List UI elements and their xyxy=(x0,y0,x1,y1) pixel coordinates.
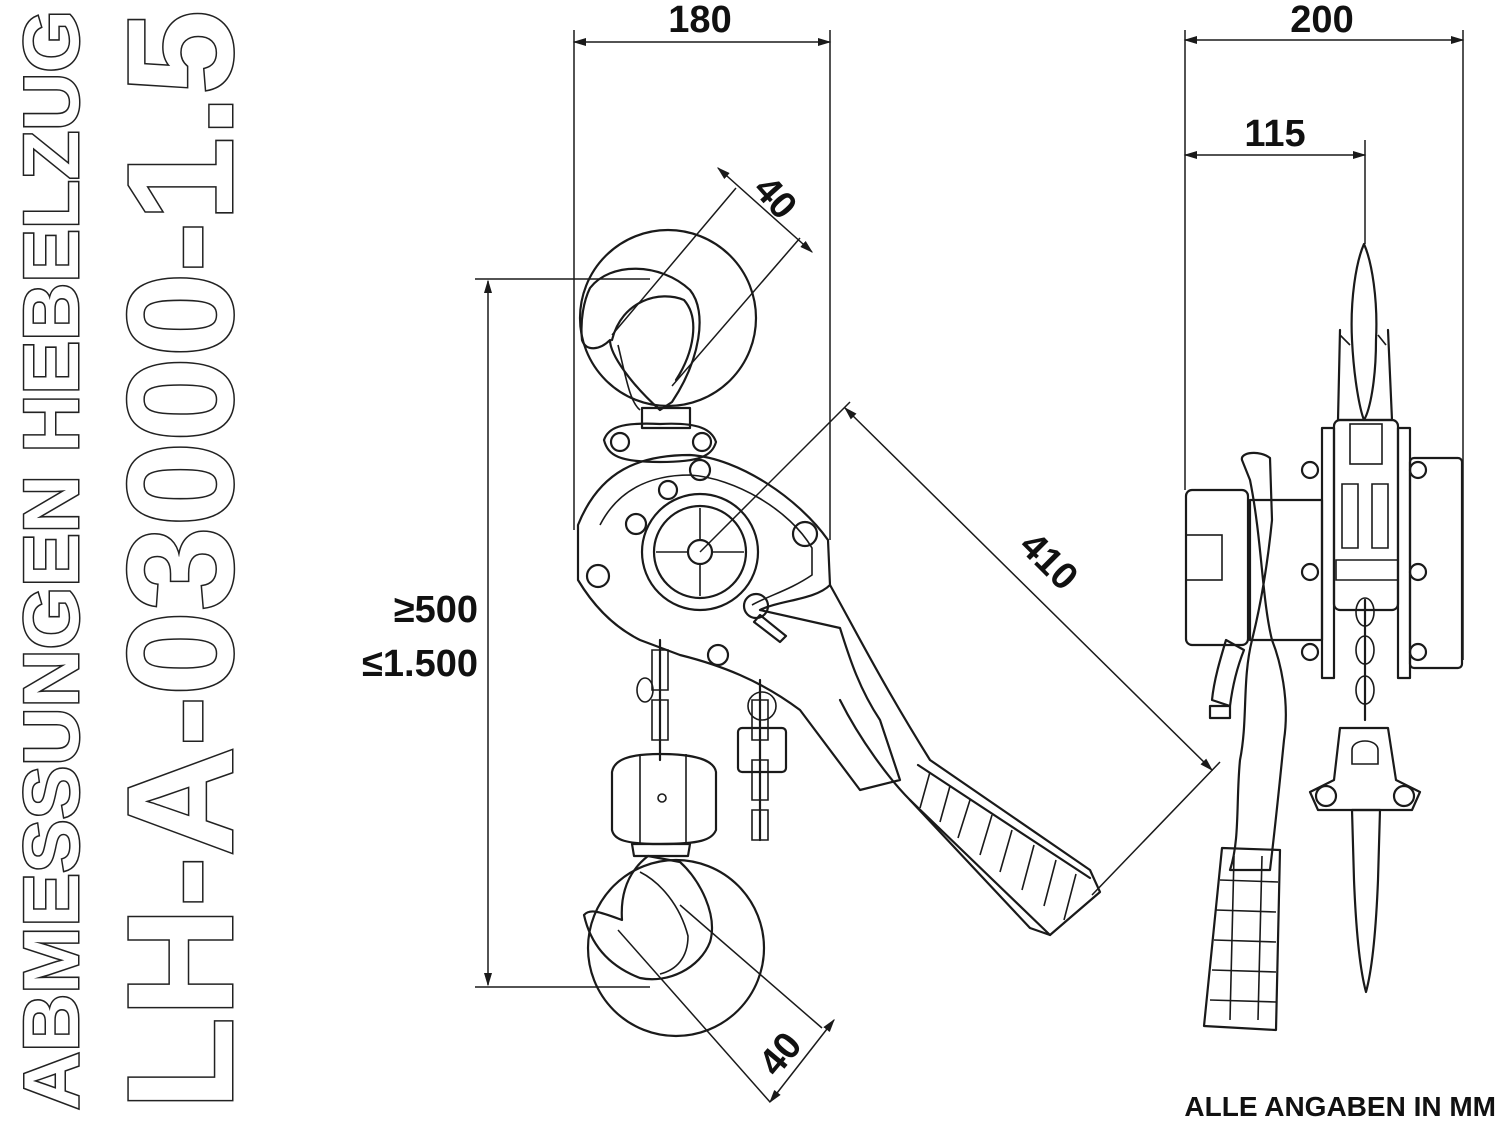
dimension-180: 180 xyxy=(572,0,832,540)
dim-label-hook-bottom: 40 xyxy=(751,1025,810,1084)
dim-label-hook-top: 40 xyxy=(745,168,805,228)
dim-label-200: 200 xyxy=(1290,0,1353,41)
dim-label-115: 115 xyxy=(1244,113,1305,155)
hoist-side-view xyxy=(1184,242,1464,1032)
title-line-1: ABMESSUNGEN HEBELZUG xyxy=(7,10,95,1110)
title-line-2: LH-A-03000-1.5 xyxy=(96,10,264,1110)
dimension-200: 200 xyxy=(1183,0,1465,660)
hoist-front-view xyxy=(576,228,1102,1038)
dimension-lever-410: 410 xyxy=(699,401,1221,896)
dim-label-180: 180 xyxy=(668,0,731,41)
dimension-hook-bottom-40: 40 xyxy=(617,904,835,1104)
dim-label-lever: 410 xyxy=(1011,524,1086,599)
dimension-lift-height: ≥500 ≤1.500 xyxy=(362,278,650,988)
dimension-hook-top-40: 40 xyxy=(611,167,814,387)
dim-label-lift-max: ≤1.500 xyxy=(362,643,478,685)
dim-label-lift-min: ≥500 xyxy=(394,589,478,631)
dimension-115: 115 xyxy=(1183,113,1367,244)
footer-units-note: ALLE ANGABEN IN MM xyxy=(1184,1091,1496,1122)
